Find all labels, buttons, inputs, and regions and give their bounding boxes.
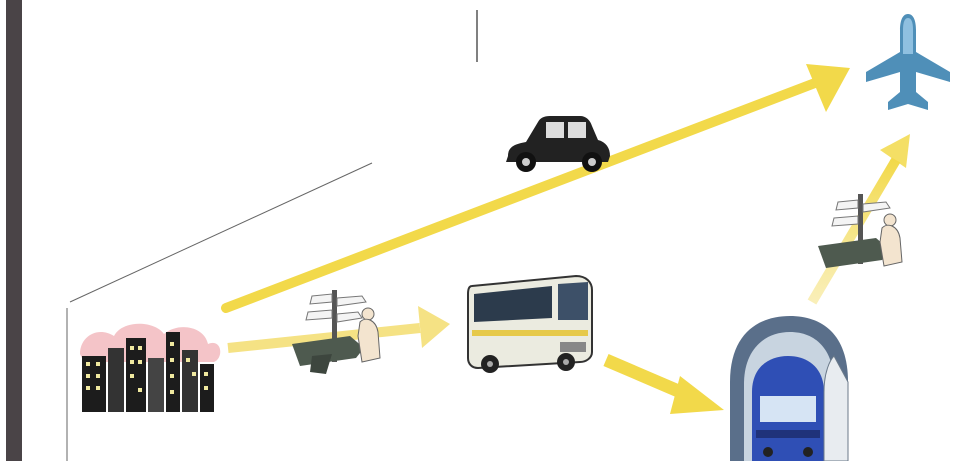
arrow-city-to-bus bbox=[227, 306, 450, 353]
train-tunnel-icon bbox=[730, 316, 849, 461]
guide-line-diagonal bbox=[69, 162, 373, 303]
signpost-person-icon-2 bbox=[818, 194, 903, 268]
signpost-person-icon-1 bbox=[292, 290, 381, 374]
airplane-icon bbox=[866, 14, 950, 110]
arrow-city-to-airport bbox=[221, 64, 850, 313]
arrow-bus-to-train bbox=[603, 354, 724, 414]
city-skyline-icon bbox=[80, 323, 221, 412]
vintage-car-icon bbox=[506, 116, 610, 172]
arrow-train-to-airport bbox=[807, 134, 910, 305]
left-edge-bar bbox=[6, 0, 22, 461]
bus-icon bbox=[467, 274, 593, 373]
